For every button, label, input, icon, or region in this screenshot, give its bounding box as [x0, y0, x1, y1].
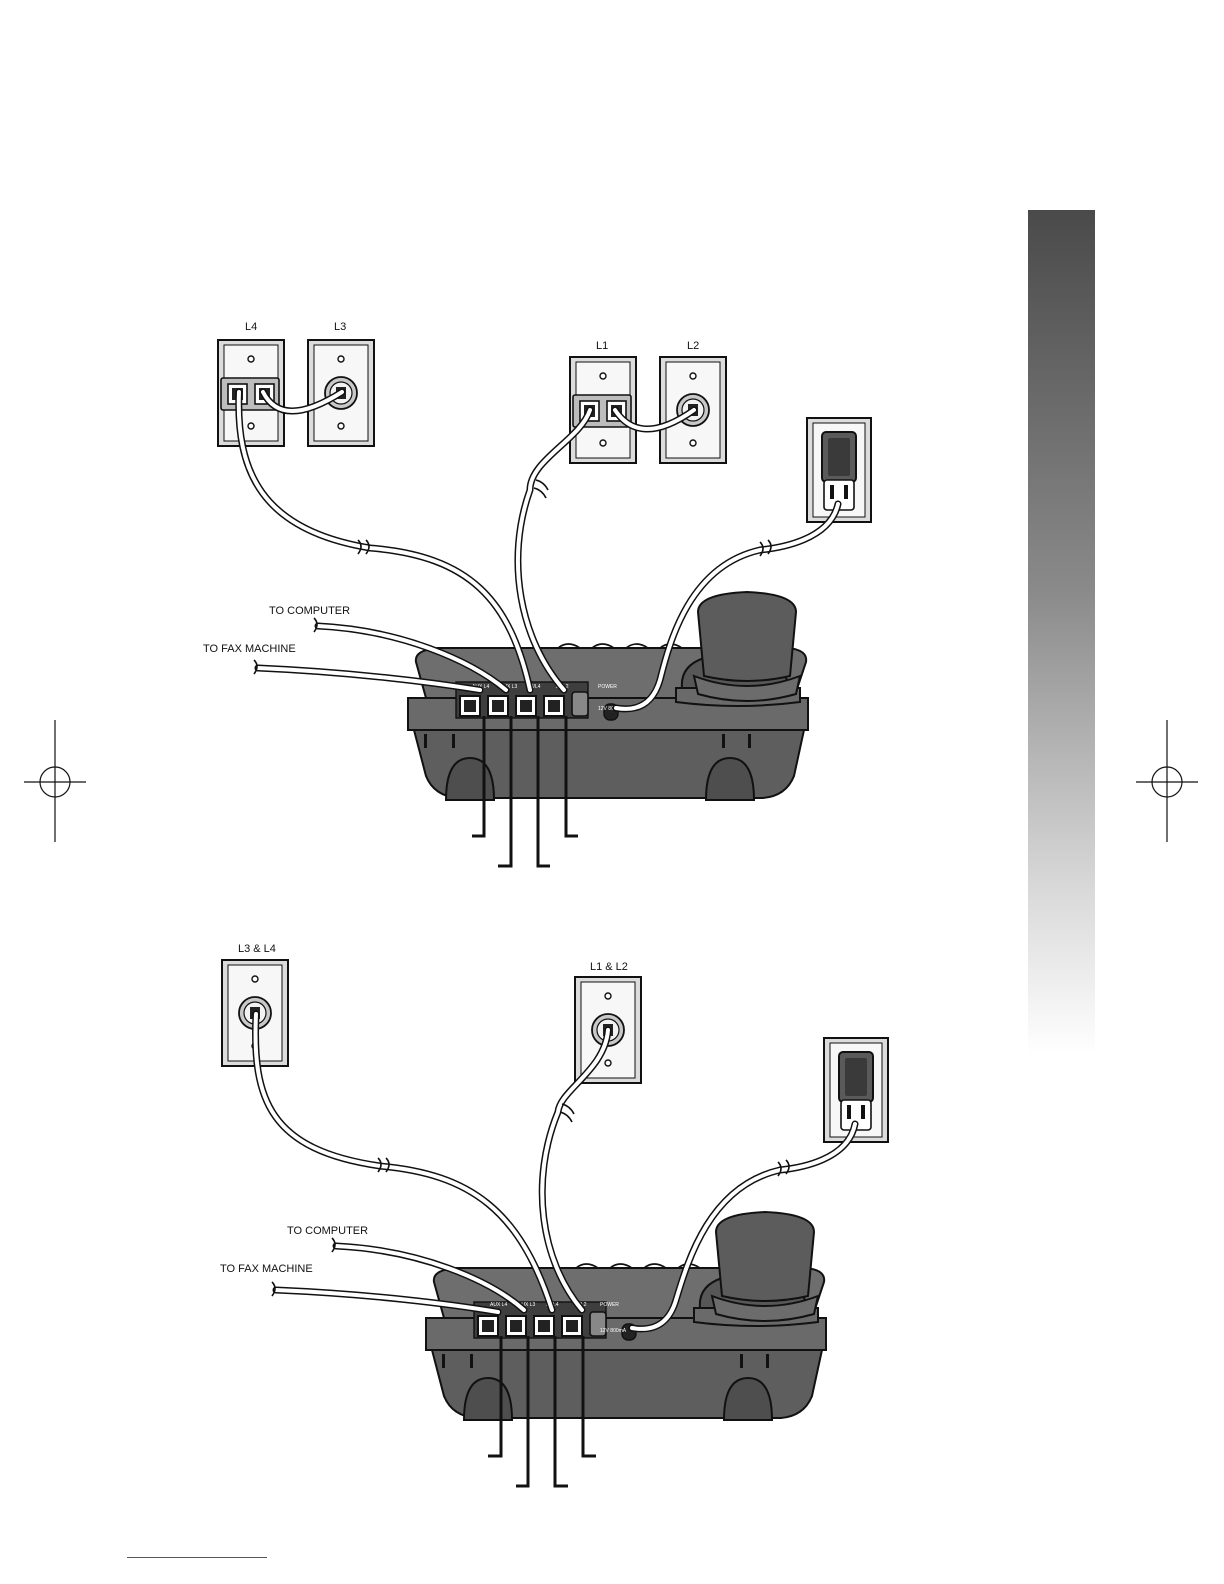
port-label-power: POWER — [598, 684, 617, 690]
label-to-computer: TO COMPUTER — [269, 605, 350, 617]
label-to-fax-machine: TO FAX MACHINE — [203, 643, 296, 655]
label-to-fax-machine: TO FAX MACHINE — [220, 1263, 313, 1275]
port-label-aux-l4: AUX L4 — [490, 1302, 507, 1308]
wall-jack-dual-l1 — [570, 357, 636, 463]
jack-label-l4: L4 — [245, 321, 257, 333]
jack-label-l2: L2 — [687, 340, 699, 352]
registration-mark-right — [1136, 720, 1198, 842]
jack-label-l1-l2: L1 & L2 — [590, 961, 628, 973]
adapter-rating: 12V 800mA — [600, 1328, 627, 1334]
jack-label-l3-l4: L3 & L4 — [238, 943, 276, 955]
jack-label-l3: L3 — [334, 321, 346, 333]
diagram-bottom: L3 & L4 L1 & L2 AUX L4 AUX L3 L3/L4 L1/L… — [220, 943, 888, 1486]
registration-mark-left — [24, 720, 86, 842]
diagram-top: L4 L3 L1 L2 AUX L4 AUX L3 L3/L4 L1/L2 PO… — [203, 321, 871, 866]
wall-jack-dual-l4 — [218, 340, 284, 446]
jack-label-l1: L1 — [596, 340, 608, 352]
label-to-computer: TO COMPUTER — [287, 1225, 368, 1237]
port-label-power: POWER — [600, 1302, 619, 1308]
